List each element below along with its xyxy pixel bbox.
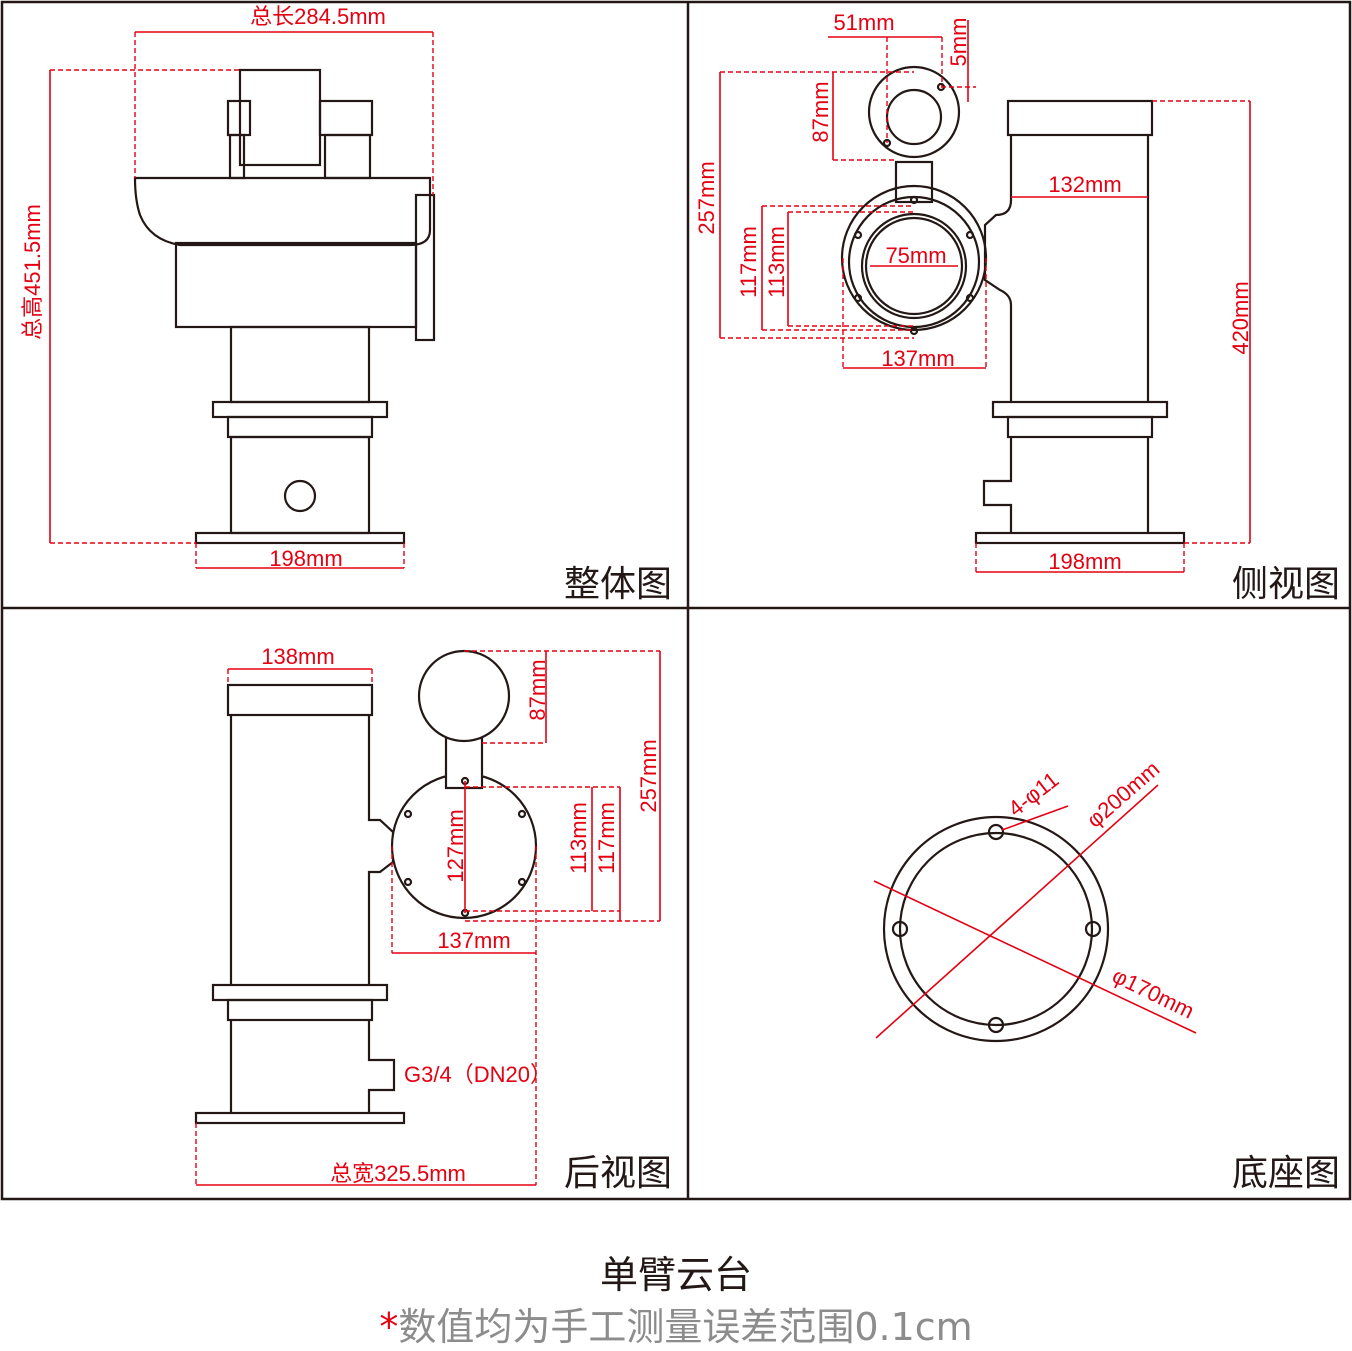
- bolt-hole: [965, 293, 975, 303]
- arm-joint: [318, 99, 374, 137]
- lower-column: [229, 435, 371, 535]
- base-plate: [194, 531, 406, 545]
- side-flange-ring: [991, 400, 1169, 419]
- dim-side-base: 198mm: [1048, 549, 1121, 574]
- side-column-left: [983, 135, 1013, 402]
- sun-shield: [133, 176, 432, 247]
- bolt-hole: [853, 230, 863, 240]
- panel-side: 51mm 5mm 87mm 257mm 132mm 75mm 117mm 113…: [694, 10, 1340, 605]
- bolt-hole: [403, 877, 413, 887]
- arm-riser: [323, 133, 372, 180]
- panel-base: 4-φ11 φ200mm φ170mm 底座图: [873, 756, 1340, 1194]
- panel-title-overall: 整体图: [564, 564, 672, 605]
- panel-title-rear: 后视图: [564, 1153, 672, 1194]
- bolt-hole: [882, 138, 892, 148]
- pan-motor-box: [238, 68, 322, 167]
- dim-420: 420mm: [1228, 281, 1253, 354]
- dim-257: 257mm: [694, 161, 719, 234]
- bolt-hole: [403, 809, 413, 819]
- panel-title-base: 底座图: [1232, 1153, 1340, 1194]
- note-text: 数值均为手工测量误差范围0.1cm: [398, 1305, 973, 1349]
- yoke-left: [228, 133, 246, 180]
- dim-line-d170: [873, 880, 1197, 1034]
- base-inner-circle: [898, 831, 1094, 1027]
- rear-flange-ring: [211, 983, 389, 1002]
- bolt-hole: [909, 326, 919, 336]
- bolt-hole: [517, 877, 527, 887]
- rear-motor: [417, 649, 511, 743]
- side-base-plate: [974, 531, 1186, 545]
- dim-total-length: 总长284.5mm: [250, 4, 386, 29]
- rear-neck: [444, 736, 484, 790]
- dim-d200: φ200mm: [1082, 756, 1165, 832]
- rear-base-plate: [194, 1111, 406, 1125]
- panel-title-side: 侧视图: [1232, 564, 1340, 605]
- dim-line-d200: [875, 784, 1159, 1039]
- flange-ring: [211, 400, 389, 419]
- side-column-cap: [1006, 99, 1154, 137]
- note-asterisk: *: [379, 1305, 399, 1349]
- bolt-hole: [853, 293, 863, 303]
- mounting-hole: [987, 823, 1005, 841]
- drawing-frame: [0, 0, 1352, 1201]
- side-motor-outer: [867, 65, 961, 159]
- dim-rear-137: 137mm: [437, 928, 510, 953]
- rear-column-cap: [226, 683, 374, 717]
- side-lens-bore: [860, 212, 968, 320]
- caption-title: 单臂云台: [599, 1253, 752, 1297]
- rear-port-notch: [367, 1020, 396, 1113]
- caption-note: *数值均为手工测量误差范围0.1cm: [0, 1296, 1352, 1351]
- dim-rear-117: 117mm: [594, 802, 619, 874]
- dim-total-height: 总高451.5mm: [20, 204, 45, 340]
- rear-column-right: [367, 715, 395, 985]
- base-outer-circle: [882, 815, 1110, 1043]
- side-lower-flange: [1006, 415, 1154, 439]
- dim-137: 137mm: [881, 346, 954, 371]
- bolt-hole: [909, 195, 919, 205]
- dim-5: 5mm: [946, 18, 971, 67]
- dim-total-width: 总宽325.5mm: [330, 1161, 466, 1186]
- mounting-hole: [1084, 920, 1102, 938]
- dim-holes: 4-φ11: [1003, 767, 1063, 822]
- bolt-hole: [517, 809, 527, 819]
- dim-138: 138mm: [261, 644, 334, 669]
- dim-rear-113: 113mm: [566, 802, 591, 874]
- lower-flange: [226, 415, 374, 439]
- dim-127: 127mm: [443, 809, 468, 882]
- mounting-hole: [987, 1016, 1005, 1034]
- dim-75: 75mm: [885, 243, 946, 268]
- mounting-hole: [891, 920, 909, 938]
- dim-rear-257: 257mm: [636, 739, 661, 812]
- side-port-notch: [982, 437, 1013, 533]
- front-window: [414, 193, 436, 342]
- dim-base-width: 198mm: [269, 546, 342, 571]
- dim-87: 87mm: [808, 81, 833, 142]
- dim-117: 117mm: [736, 226, 761, 298]
- leader-holes: [1001, 805, 1069, 831]
- dim-rear-87: 87mm: [525, 659, 550, 720]
- panel-overall: 总长284.5mm 总高451.5mm 198mm 整体图: [20, 4, 672, 605]
- upper-column: [229, 325, 371, 404]
- thread-label: G3/4（DN20）: [404, 1062, 552, 1087]
- cable-port: [283, 479, 317, 513]
- bolt-hole: [965, 230, 975, 240]
- dim-132: 132mm: [1048, 172, 1121, 197]
- dim-d170: φ170mm: [1108, 963, 1198, 1024]
- dim-113: 113mm: [764, 226, 789, 298]
- rear-lower-flange: [226, 998, 374, 1022]
- panel-rear: 138mm 87mm 257mm 127mm 113mm 117mm 137mm…: [194, 644, 672, 1194]
- camera-housing: [174, 241, 418, 329]
- dim-51: 51mm: [833, 10, 894, 35]
- side-lens: [864, 216, 964, 316]
